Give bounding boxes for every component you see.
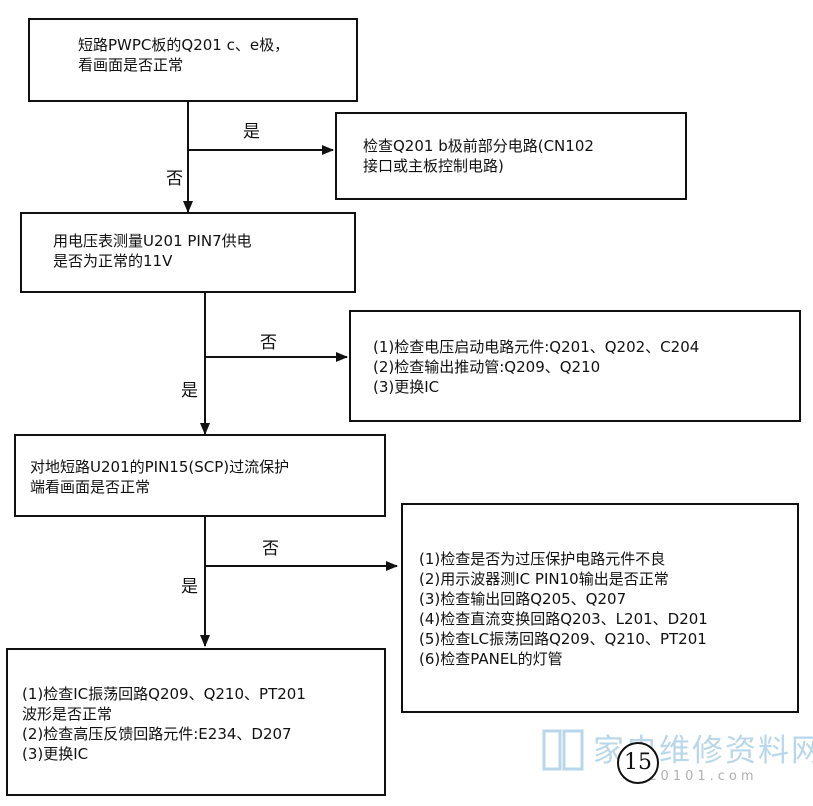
step2-line: 是否为正常的11V — [53, 252, 173, 270]
step1-box: 短路PWPC板的Q201 c、e极， 看画面是否正常 — [28, 18, 358, 102]
branch-label-yes: 是 — [181, 381, 198, 401]
no3-box: (1)检查是否为过压保护电路元件不良 (2)用示波器测IC PIN10输出是否正… — [401, 503, 799, 713]
step2-line: 用电压表测量U201 PIN7供电 — [53, 232, 252, 250]
no3-line: (2)用示波器测IC PIN10输出是否正常 — [419, 570, 669, 588]
watermark: 家电维修资料网 520101.com — [538, 723, 813, 793]
yes3-line: (2)检查高压反馈回路元件:E234、D207 — [22, 725, 292, 743]
branch-label-no: 否 — [260, 333, 277, 353]
yes3-box: (1)检查IC振荡回路Q209、Q210、PT201 波形是否正常 (2)检查高… — [6, 648, 386, 796]
step3-box: 对地短路U201的PIN15(SCP)过流保护 端看画面是否正常 — [14, 434, 386, 517]
no2-line: (2)检查输出推动管:Q209、Q210 — [373, 358, 601, 376]
no2-line: (1)检查电压启动电路元件:Q201、Q202、C204 — [373, 338, 700, 356]
watermark-logo-icon — [542, 729, 584, 771]
yes1-box: 检查Q201 b极前部分电路(CN102 接口或主板控制电路) — [335, 112, 687, 200]
step1-line: 短路PWPC板的Q201 c、e极， — [78, 36, 290, 54]
branch-label-yes: 是 — [243, 122, 260, 142]
branch-label-yes: 是 — [181, 577, 198, 597]
no3-line: (5)检查LC振荡回路Q209、Q210、PT201 — [419, 630, 707, 648]
step3-line: 端看画面是否正常 — [30, 478, 151, 496]
yes3-line: (1)检查IC振荡回路Q209、Q210、PT201 — [22, 685, 306, 703]
page-number-badge: 15 — [617, 742, 659, 784]
watermark-url: 520101.com — [636, 769, 758, 784]
no3-line: (3)检查输出回路Q205、Q207 — [419, 590, 627, 608]
yes1-line: 接口或主板控制电路) — [363, 157, 504, 175]
no3-line: (4)检查直流变换回路Q203、L201、D201 — [419, 610, 708, 628]
yes1-line: 检查Q201 b极前部分电路(CN102 — [363, 137, 594, 155]
no2-box: (1)检查电压启动电路元件:Q201、Q202、C204 (2)检查输出推动管:… — [349, 310, 801, 422]
step1-line: 看画面是否正常 — [78, 56, 184, 74]
step3-line: 对地短路U201的PIN15(SCP)过流保护 — [30, 458, 290, 476]
no3-line: (1)检查是否为过压保护电路元件不良 — [419, 550, 666, 568]
yes3-line: 波形是否正常 — [22, 705, 113, 723]
branch-label-no: 否 — [262, 539, 279, 559]
yes3-line: (3)更换IC — [22, 745, 89, 763]
step2-box: 用电压表测量U201 PIN7供电 是否为正常的11V — [20, 212, 356, 293]
no2-line: (3)更换IC — [373, 378, 440, 396]
no3-line: (6)检查PANEL的灯管 — [419, 650, 563, 668]
branch-label-no: 否 — [166, 169, 183, 189]
